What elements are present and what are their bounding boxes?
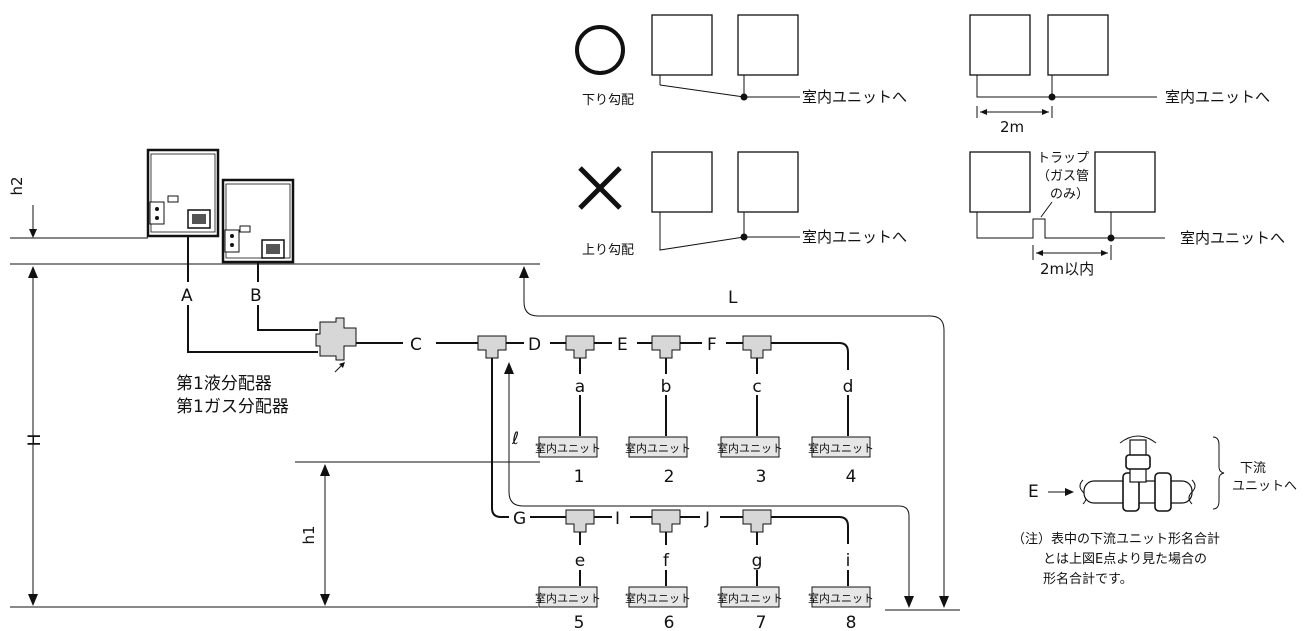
unit-number-1: 1 (574, 467, 585, 487)
unit-number-8: 8 (846, 613, 857, 631)
unit-number-2: 2 (664, 467, 675, 487)
note-line1: （注）表中の下流ユニット形名合計 (1012, 531, 1220, 547)
legend-bad: 上り勾配 室内ユニットへ 室内ユニットへ トラップ （ガス管 のみ） 2m以内 (578, 151, 1285, 278)
trap-gas-line1: （ガス管 (1037, 169, 1089, 184)
indoor-unit-1: 室内ユニット (535, 436, 601, 458)
to-indoor-label-3: 室内ユニットへ (802, 228, 907, 246)
branch-c-label: c (752, 377, 761, 397)
pipe-E-label: E (617, 335, 628, 355)
ell-label: ℓ (511, 429, 519, 449)
indoor-unit-2: 室内ユニット (625, 436, 691, 458)
outdoor-unit-1 (146, 148, 220, 238)
branch-f-label: f (663, 551, 670, 571)
pipe-J-label: J (704, 509, 710, 529)
branch-e-label: e (575, 551, 585, 571)
branch-d-label: d (843, 377, 854, 397)
trap-label: トラップ (1037, 151, 1089, 166)
unit-number-3: 3 (756, 467, 767, 487)
to-indoor-label-4: 室内ユニットへ (1180, 229, 1285, 247)
pipe-G-label: G (513, 509, 526, 529)
svg-text:室内ユニット: 室内ユニット (535, 441, 601, 455)
pipe-F-label: F (707, 335, 717, 355)
branch-i-label: i (846, 551, 851, 571)
first-distributor (315, 317, 357, 361)
svg-text:室内ユニット: 室内ユニット (625, 591, 691, 605)
h1-label: h1 (300, 525, 318, 544)
pipe-C-label: C (410, 335, 422, 355)
svg-text:室内ユニット: 室内ユニット (717, 591, 783, 605)
unit-number-6: 6 (664, 613, 675, 631)
ok-circle-icon (575, 25, 625, 75)
distributor-label-liquid: 第1液分配器 (176, 374, 272, 394)
to-indoor-label-2: 室内ユニットへ (1165, 88, 1270, 106)
H-label: H (25, 434, 45, 447)
to-indoor-label: 室内ユニットへ (802, 88, 907, 106)
pipe-A-label: A (181, 286, 193, 306)
distributor-label-gas: 第1ガス分配器 (176, 397, 289, 417)
svg-text:室内ユニット: 室内ユニット (808, 591, 874, 605)
indoor-unit-8: 室内ユニット (808, 586, 874, 608)
distance-2m-label: 2m (1000, 118, 1024, 136)
branch-detail: E 下流 ユニットへ (1028, 435, 1297, 512)
unit-number-5: 5 (574, 613, 585, 631)
downstream-label-2: ユニットへ (1232, 479, 1297, 494)
note: （注）表中の下流ユニット形名合計 とは上図E点より見た場合の 形名合計です。 (1012, 531, 1220, 587)
indoor-unit-6: 室内ユニット (625, 586, 691, 608)
indoor-unit-3: 室内ユニット (717, 436, 783, 458)
outdoor-unit-2 (221, 178, 295, 264)
pipe-I-label: I (615, 509, 620, 529)
within-2m-label: 2m以内 (1040, 260, 1094, 278)
indoor-unit-7: 室内ユニット (717, 586, 783, 608)
unit-number-7: 7 (756, 613, 767, 631)
L-label: L (728, 288, 738, 308)
note-line3: 形名合計です。 (1043, 571, 1133, 587)
branch-a-label: a (575, 377, 585, 397)
indoor-unit-4: 室内ユニット (808, 436, 874, 458)
h2-label: h2 (8, 176, 26, 195)
branch-header-main (477, 335, 507, 359)
branch-b-label: b (661, 377, 672, 397)
trap-gas-line2: のみ） (1050, 187, 1089, 202)
svg-text:室内ユニット: 室内ユニット (535, 591, 601, 605)
pipe-D-label: D (528, 335, 541, 355)
indoor-unit-5: 室内ユニット (535, 586, 601, 608)
pipe-B-label: B (250, 286, 262, 306)
branch-g-label: g (752, 551, 763, 571)
svg-text:室内ユニット: 室内ユニット (808, 441, 874, 455)
svg-text:室内ユニット: 室内ユニット (717, 441, 783, 455)
down-slope-label: 下り勾配 (582, 93, 634, 108)
downstream-label-1: 下流 (1240, 461, 1266, 476)
note-line2: とは上図E点より見た場合の (1043, 552, 1207, 567)
unit-number-4: 4 (846, 467, 857, 487)
svg-text:室内ユニット: 室内ユニット (625, 441, 691, 455)
legend-good: 下り勾配 室内ユニットへ 室内ユニットへ 2m (575, 14, 1270, 136)
up-slope-label: 上り勾配 (582, 243, 634, 258)
point-E-label: E (1028, 482, 1039, 502)
